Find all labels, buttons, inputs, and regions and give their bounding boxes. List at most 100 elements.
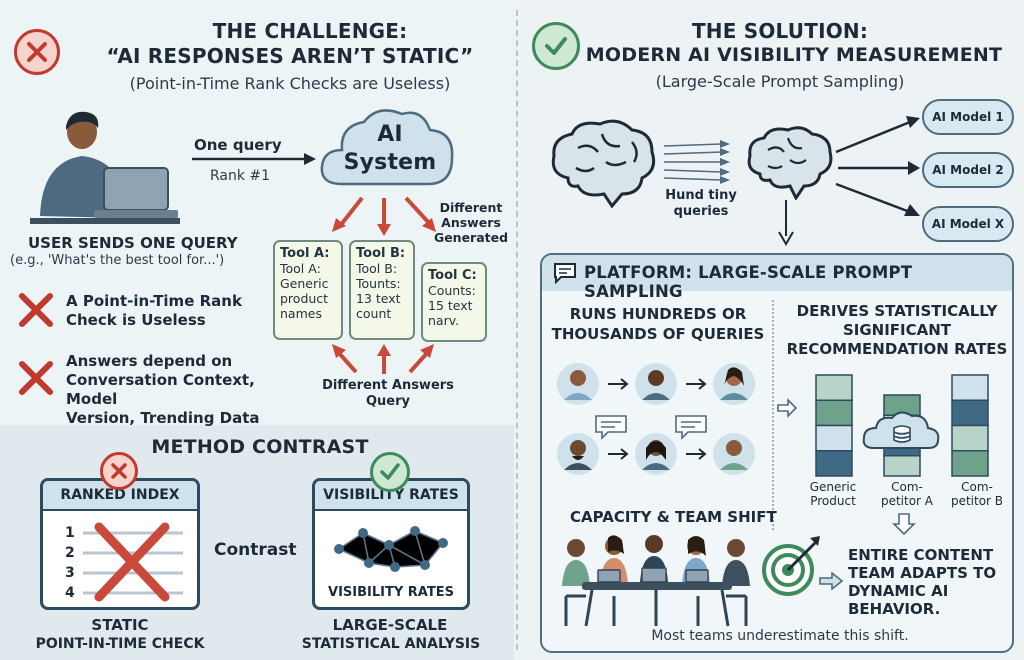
different-answers-generated-line2: Answers: [441, 215, 501, 230]
small-brain-icon: [747, 126, 833, 200]
model-arrows-icon: [835, 116, 920, 216]
tool-a-line: Generic: [280, 276, 329, 291]
bar-label-competitor-a: Com- petitor A: [870, 480, 944, 508]
platform-header: [542, 255, 1012, 291]
static-label-line2: POINT-IN-TIME CHECK: [35, 636, 205, 652]
point-rank-check-line1: A Point-in-Time Rank: [66, 292, 242, 310]
crossed-list-icon: [83, 522, 183, 602]
rate-bar-segment: [951, 424, 989, 452]
ai-model-2: AI Model 2: [922, 152, 1014, 188]
rate-bar-segment: [815, 450, 853, 477]
runs-line1: RUNS HUNDREDS OR: [569, 305, 747, 323]
point-rank-check-line2: Check is Useless: [66, 311, 206, 329]
bar-label-line1: Generic: [809, 480, 857, 494]
challenge-subtitle: (Point-in-Time Rank Checks are Useless): [129, 74, 451, 93]
rate-bar: [815, 374, 853, 477]
rank-number: 4: [65, 585, 75, 601]
visibility-rates-footer: VISIBILITY RATES: [328, 585, 454, 600]
entire-line1: ENTIRE CONTENT: [848, 546, 994, 564]
team-meeting-icon: [562, 535, 750, 627]
red-x-icon: [19, 361, 53, 395]
rate-bar-segment: [951, 399, 989, 427]
different-answers-generated-line1: Different: [439, 200, 503, 215]
ai-system-cloud-icon: [320, 109, 454, 186]
large-scale-label-line2: STATISTICAL ANALYSIS: [301, 636, 481, 652]
solution-subtitle: (Large-Scale Prompt Sampling): [655, 72, 905, 91]
query-arrows-up-icon: [332, 344, 434, 374]
entire-line3: DYNAMIC AI: [848, 582, 949, 600]
platform-title: PLATFORM: LARGE-SCALE PROMPT SAMPLING: [584, 263, 913, 301]
rate-bar-segment: [815, 399, 853, 427]
derives-line3: RECOMMENDATION RATES: [786, 340, 1008, 358]
chat-bubble-icon: [554, 263, 576, 284]
green-check-badge-icon: [532, 22, 580, 70]
platform-divider: [772, 300, 774, 530]
tool-c-title: Tool C:: [428, 268, 477, 283]
method-contrast-title: METHOD CONTRAST: [151, 436, 369, 458]
tool-b-line: 13 text: [356, 291, 401, 306]
user-laptop-icon: [30, 111, 180, 224]
adapt-arrow-icon: [819, 572, 844, 590]
rate-bar-segment: [815, 424, 853, 452]
visibility-check-badge-icon: [370, 452, 410, 492]
point-answers-depend-line3: Version, Trending Data: [66, 409, 260, 427]
different-answers-generated-line3: Generated: [433, 230, 509, 245]
answer-arrows-icon: [332, 196, 436, 236]
tool-a-line: Tool A:: [280, 261, 321, 276]
target-icon: [762, 536, 820, 596]
ai-system-line2: System: [343, 150, 437, 175]
tool-b-line: Tool B:: [356, 261, 398, 276]
database-icon: [893, 425, 911, 443]
user-example: (e.g., 'What's the best tool for...'): [10, 253, 225, 268]
point-answers-depend-line2: Conversation Context, Model: [66, 371, 255, 408]
ranked-index-card: RANKED INDEX 1 2 3 4: [40, 478, 200, 610]
rank-numbers: 1 2 3 4: [65, 523, 75, 603]
rank-number: 3: [65, 565, 75, 581]
bar-label-line2: petitor A: [880, 494, 934, 508]
ai-model-1: AI Model 1: [922, 99, 1014, 135]
panel-divider: [516, 10, 518, 650]
footer-note: Most teams underestimate this shift.: [651, 628, 909, 644]
entire-line4: BEHAVIOR.: [848, 600, 941, 618]
many-queries-arrows-icon: [663, 140, 730, 184]
derives-heading: DERIVES STATISTICALLY SIGNIFICANT RECOMM…: [782, 302, 1012, 359]
tool-b-line: count: [356, 306, 392, 321]
rate-bar-segment: [951, 450, 989, 477]
contrast-label: Contrast: [214, 540, 297, 560]
large-scale-label-line1: LARGE-SCALE: [332, 616, 448, 634]
tool-a-line: product: [280, 291, 329, 306]
runs-line2: THOUSANDS OF QUERIES: [551, 325, 765, 343]
point-answers-depend: Answers depend on Conversation Context, …: [66, 352, 306, 428]
user-caption: USER SENDS ONE QUERY: [28, 234, 238, 252]
derives-line1: DERIVES STATISTICALLY: [796, 302, 998, 320]
red-x-badge-icon: [14, 29, 60, 75]
bar-label-competitor-b: Com- petitor B: [940, 480, 1014, 508]
tool-c-line: narv.: [428, 313, 460, 328]
queries-label-line1: Hund tiny: [665, 188, 737, 203]
rank-number: 1: [65, 525, 75, 541]
ai-system-line1: AI: [377, 122, 403, 147]
derives-line2: SIGNIFICANT: [842, 321, 952, 339]
large-brain-icon: [551, 119, 656, 208]
queries-label-line2: queries: [673, 204, 729, 219]
challenge-title: THE CHALLENGE:: [212, 19, 408, 43]
tool-c-line: Counts:: [428, 283, 476, 298]
entire-line2: TEAM ADAPTS TO: [848, 564, 997, 582]
rank-label: Rank #1: [210, 168, 271, 184]
tool-b-line: Tounts:: [356, 276, 401, 291]
bar-label-line2: petitor B: [950, 494, 1004, 508]
network-graph-icon: [334, 526, 448, 572]
hund-tiny-queries-label: Hund tiny queries: [656, 188, 746, 220]
different-answers-generated: Different Answers Generated: [430, 200, 512, 245]
bar-label-generic: Generic Product: [796, 480, 870, 508]
different-answers-query-line1: Different Answers: [322, 378, 454, 393]
query-arrow-icon: [192, 153, 316, 165]
tool-b-title: Tool B:: [356, 246, 406, 261]
solution-title-main: MODERN AI VISIBILITY MEASUREMENT: [585, 44, 1003, 66]
tool-a-title: Tool A:: [280, 246, 330, 261]
bar-label-line2: Product: [810, 494, 856, 508]
rate-bar: [951, 374, 989, 477]
entire-team-statement: ENTIRE CONTENT TEAM ADAPTS TO DYNAMIC AI…: [848, 546, 1014, 618]
ranked-index-x-badge-icon: [100, 452, 138, 490]
tool-card-a: Tool A: Tool A: Generic product names: [273, 240, 343, 340]
